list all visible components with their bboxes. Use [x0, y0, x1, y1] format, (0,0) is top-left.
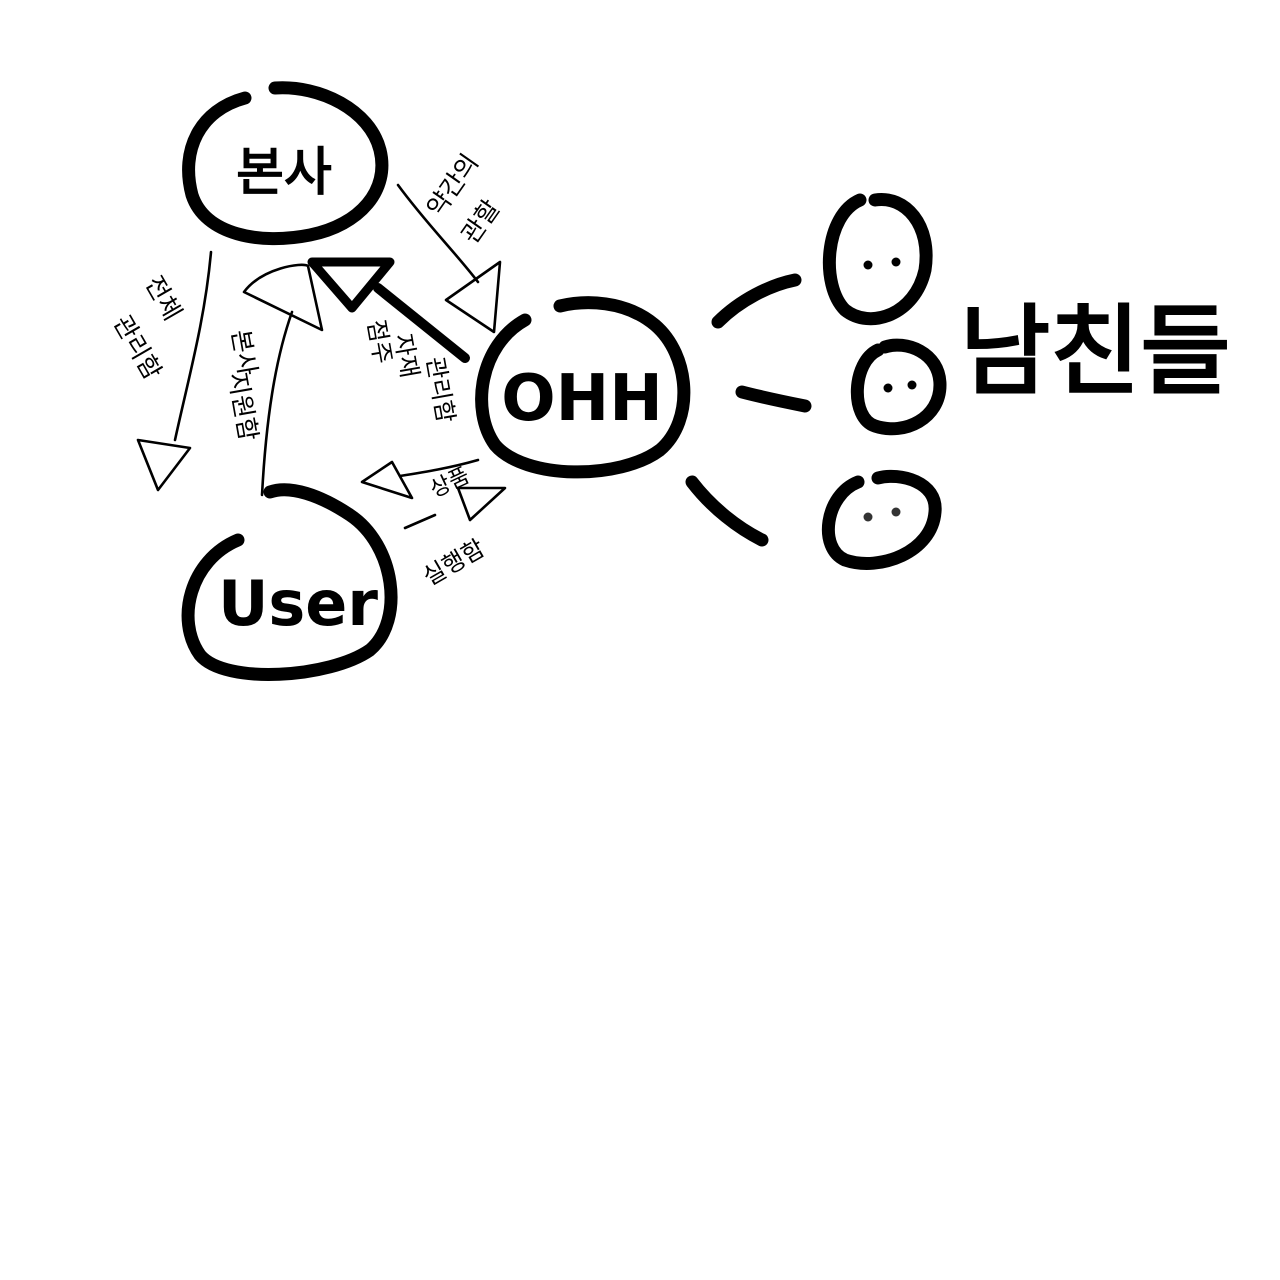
user-circle [181, 483, 398, 681]
child-face-middle[interactable] [850, 338, 947, 436]
child-face-bottom-eye-right [891, 507, 901, 517]
arrow-user-to-hq-head [242, 263, 324, 332]
note-hq-to-user-2: 관리함 [108, 310, 168, 384]
arrow-hq-to-user-head [136, 438, 192, 492]
child-face-middle-outline [850, 338, 947, 436]
arrow-hq-to-user-shaft [173, 250, 213, 442]
arrow-hq-to-franchise: 약간의 관할 [396, 149, 506, 334]
arrow-user-to-franchise: 실행함 [403, 486, 507, 591]
note-user-to-hq-1: 본사 [226, 327, 263, 377]
note-user-to-franchise: 실행함 [418, 534, 489, 591]
branch-line-bottom [685, 475, 769, 547]
arrow-user-to-hq-shaft [260, 310, 294, 497]
arrow-hq-to-franchise-head [444, 260, 502, 334]
child-face-middle-eye-right [907, 380, 917, 390]
arrow-franchise-to-user-shaft [398, 458, 480, 478]
hq-node[interactable]: 본사 [182, 81, 389, 246]
note-hq-to-user-1: 전체 [139, 271, 187, 325]
arrow-user-to-franchise-shaft [403, 513, 437, 530]
arrow-franchise-to-hq: 점주 자재 관리함 [307, 257, 470, 425]
child-face-top-eye-right [891, 257, 901, 267]
franchise-circle [475, 296, 691, 479]
franchise-node[interactable]: OHH [475, 296, 691, 479]
child-face-top-eye-left [863, 260, 873, 270]
note-franchise-to-hq-2: 자재 [389, 332, 424, 380]
note-user-to-hq-2: 지원함 [223, 370, 264, 443]
child-face-bottom[interactable] [822, 469, 942, 570]
note-franchise-to-hq-3: 관리함 [421, 355, 460, 425]
arrow-user-to-franchise-head [456, 486, 507, 522]
hq-circle [182, 81, 389, 246]
note-hq-to-franchise-2: 관할 [455, 195, 505, 249]
child-face-top[interactable] [822, 193, 933, 326]
children-label: 남친들 [960, 295, 1230, 409]
branch-line-top [711, 273, 802, 329]
user-node[interactable]: User [181, 483, 398, 681]
branch-line-middle [735, 385, 812, 413]
child-face-bottom-outline [822, 469, 942, 570]
arrow-user-to-hq: 본사 지원함 [223, 263, 324, 497]
arrow-franchise-to-user-head [360, 460, 414, 500]
franchise-label: OHH [501, 362, 663, 436]
arrow-franchise-to-user: 상품 [360, 458, 480, 503]
children-cluster: 남친들 [685, 193, 1230, 570]
hq-label: 본사 [236, 143, 332, 203]
arrow-hq-to-franchise-shaft [396, 183, 480, 284]
arrow-franchise-to-hq-head [307, 257, 395, 313]
child-face-top-outline [822, 193, 933, 326]
arrow-franchise-to-hq-shaft [373, 283, 470, 363]
child-face-bottom-eye-left [863, 512, 873, 522]
child-face-middle-eye-left [883, 383, 893, 393]
user-label: User [218, 567, 378, 640]
arrow-hq-to-user: 전체 관리함 [108, 250, 213, 492]
